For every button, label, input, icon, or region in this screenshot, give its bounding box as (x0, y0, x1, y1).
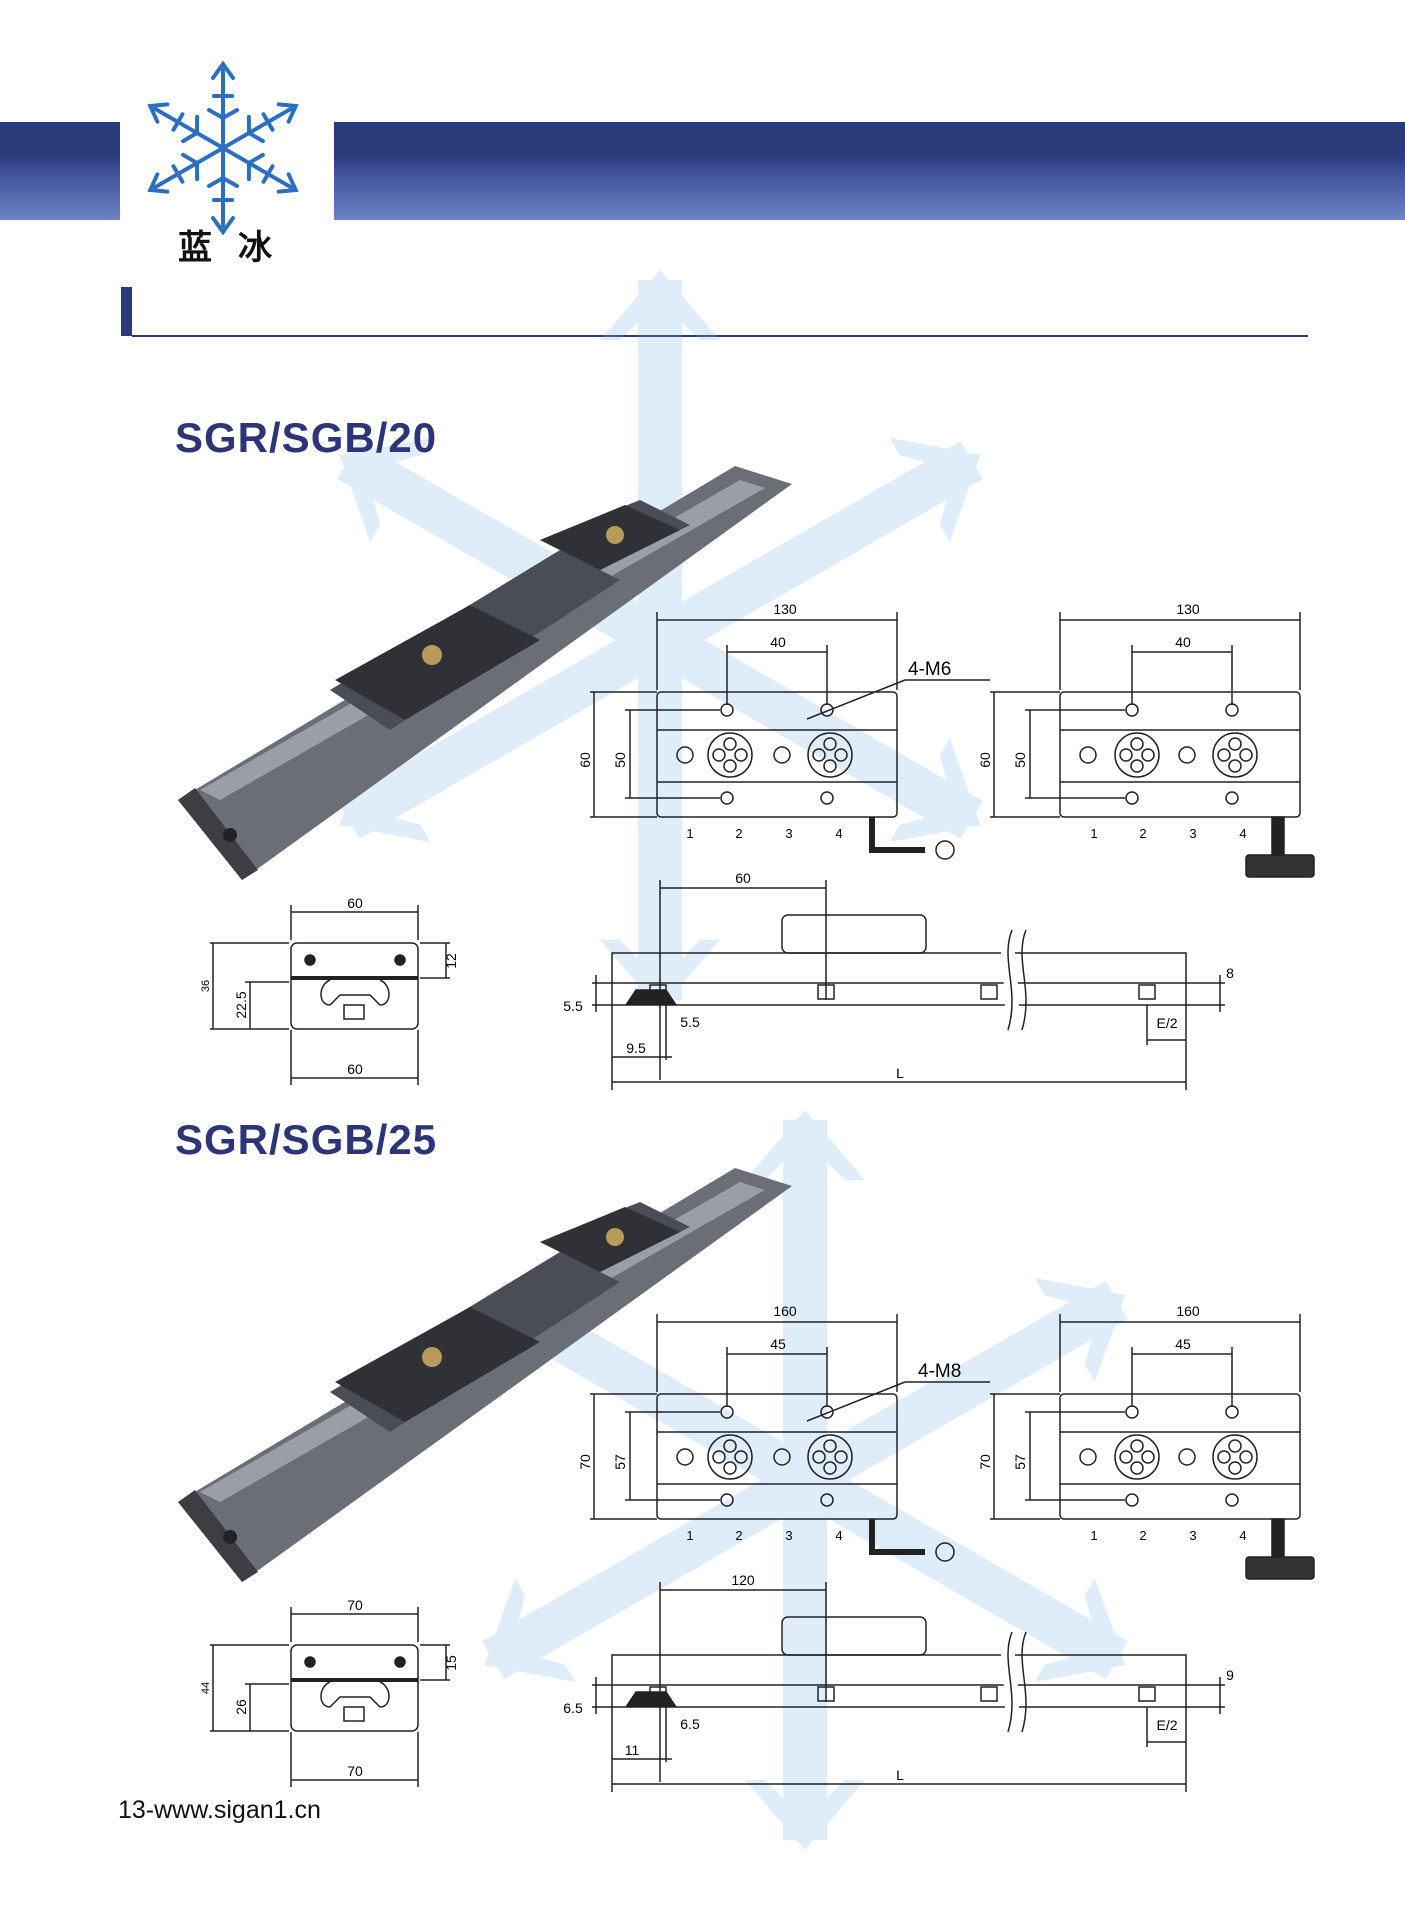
end-lower: 22.5 (233, 991, 249, 1018)
top-view-b (990, 612, 1315, 878)
side-offset: 60 (735, 870, 751, 886)
dim-width-b: 130 (1176, 601, 1200, 617)
side-view (592, 880, 1225, 1090)
end-width-bottom: 60 (347, 1061, 363, 1077)
rail-product-image (178, 1168, 792, 1582)
dim-height-a: 70 (577, 1454, 593, 1470)
section-title-25: SGR/SGB/25 (175, 1116, 438, 1163)
end-view (210, 905, 450, 1085)
side-edge: 5.5 (563, 998, 583, 1014)
end-upper: 15 (443, 1655, 459, 1671)
end-width-top: 70 (347, 1597, 363, 1613)
dim-height-b: 70 (977, 1454, 993, 1470)
side-start: 9.5 (626, 1040, 646, 1056)
logo-area (120, 30, 332, 270)
dim-spacing-a: 40 (770, 634, 786, 650)
dim-height-b: 60 (977, 752, 993, 768)
side-slot: 5.5 (680, 1014, 700, 1030)
header-band-left (0, 122, 120, 220)
position-2: 2 (735, 1528, 742, 1543)
section-20-drawings: 130 40 4-M6 60 50 1 2 3 4 130 40 60 50 1… (178, 466, 1315, 1090)
section-marker (121, 287, 132, 336)
snowflake-logo-icon (141, 60, 305, 234)
end-lower: 26 (233, 1699, 249, 1715)
header-band-right (334, 122, 1405, 220)
position-4: 4 (1239, 1528, 1246, 1543)
side-length: L (896, 1767, 904, 1783)
side-thickness: 9 (1226, 1667, 1234, 1683)
end-upper: 12 (443, 953, 459, 969)
position-2: 2 (735, 826, 742, 841)
section-25-drawings: 160 45 4-M8 70 57 1 2 3 4 160 45 70 57 1… (178, 1168, 1315, 1792)
page-footer: 13-www.sigan1.cn (118, 1796, 321, 1824)
position-3: 3 (785, 826, 792, 841)
end-height: 44 (200, 1682, 212, 1694)
dim-spacing-a: 45 (770, 1336, 786, 1352)
side-edge: 6.5 (563, 1700, 583, 1716)
dim-hole-height-b: 50 (1012, 752, 1028, 768)
side-length: L (896, 1065, 904, 1081)
position-4: 4 (1239, 826, 1246, 841)
section-title-20: SGR/SGB/20 (175, 414, 438, 461)
end-width-top: 60 (347, 895, 363, 911)
position-1: 1 (1090, 826, 1097, 841)
top-view-b (990, 1314, 1315, 1580)
end-view (210, 1607, 450, 1787)
top-view-a (590, 1314, 990, 1562)
dim-width-a: 130 (773, 601, 797, 617)
position-1: 1 (686, 1528, 693, 1543)
position-2: 2 (1139, 826, 1146, 841)
side-start: 11 (625, 1742, 640, 1758)
position-3: 3 (785, 1528, 792, 1543)
side-offset: 120 (731, 1572, 755, 1588)
dim-hole-height-b: 57 (1012, 1454, 1028, 1470)
end-width-bottom: 70 (347, 1763, 363, 1779)
position-3: 3 (1189, 1528, 1196, 1543)
section-rule (132, 335, 1308, 337)
top-view-a (590, 612, 990, 860)
side-pitch: E/2 (1156, 1717, 1177, 1733)
thread-label-a: 4-M6 (908, 659, 951, 680)
position-1: 1 (686, 826, 693, 841)
brand-name: 蓝冰 (178, 228, 298, 268)
dim-width-a: 160 (773, 1303, 797, 1319)
side-thickness: 8 (1226, 965, 1234, 981)
dim-spacing-b: 40 (1175, 634, 1191, 650)
dim-hole-height-a: 50 (612, 752, 628, 768)
rail-product-image (178, 466, 792, 880)
dim-hole-height-a: 57 (612, 1454, 628, 1470)
position-2: 2 (1139, 1528, 1146, 1543)
position-4: 4 (835, 1528, 842, 1543)
side-pitch: E/2 (1156, 1015, 1177, 1031)
dim-spacing-b: 45 (1175, 1336, 1191, 1352)
dim-width-b: 160 (1176, 1303, 1200, 1319)
position-1: 1 (1090, 1528, 1097, 1543)
dim-height-a: 60 (577, 752, 593, 768)
position-3: 3 (1189, 826, 1196, 841)
side-slot: 6.5 (680, 1716, 700, 1732)
thread-label-a: 4-M8 (918, 1361, 961, 1382)
end-height: 36 (200, 980, 212, 992)
position-4: 4 (835, 826, 842, 841)
side-view (592, 1582, 1225, 1792)
